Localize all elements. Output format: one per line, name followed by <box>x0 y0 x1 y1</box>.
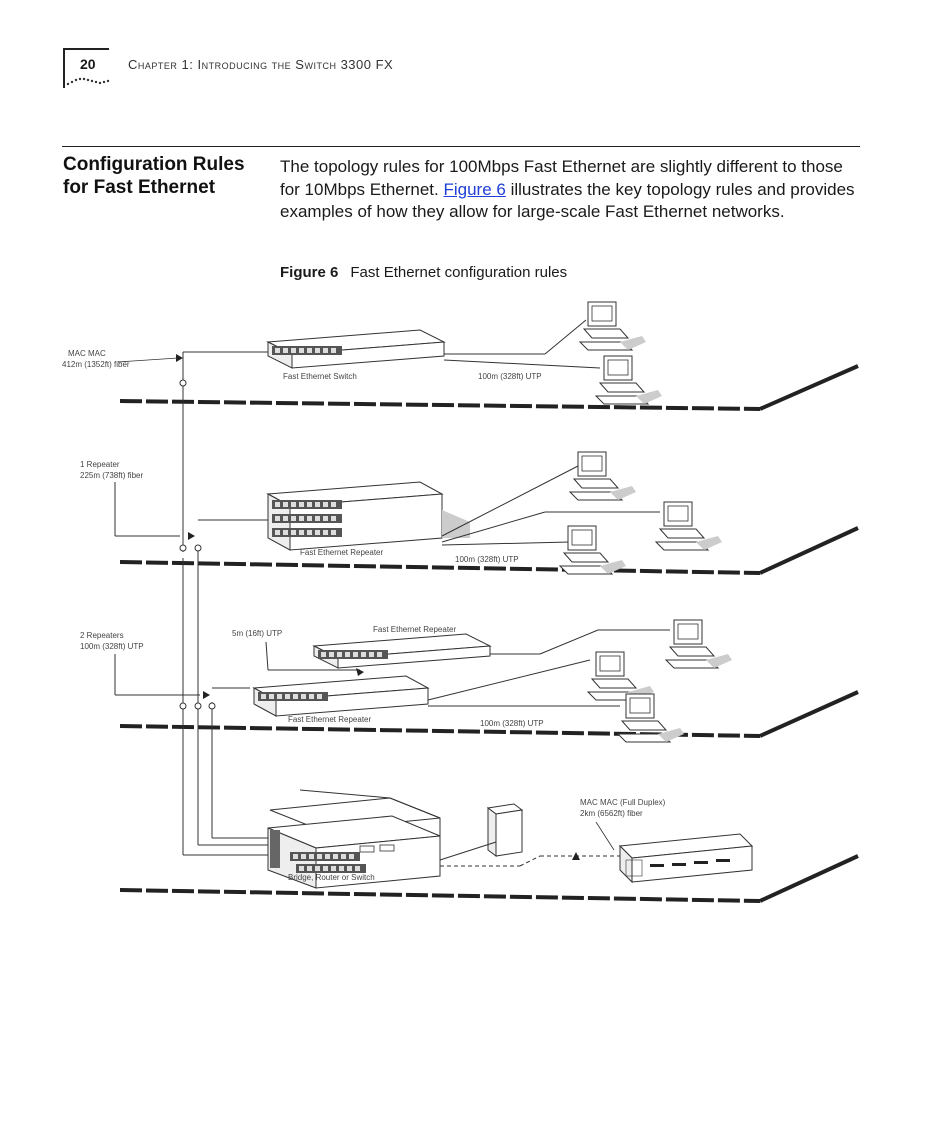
level-4-group: Bridge, Router or Switch MAC MAC (Full D… <box>267 789 754 889</box>
section-rule <box>62 146 860 147</box>
floor-level-4 <box>119 854 859 903</box>
level3-link-label: 100m (328ft) UTP <box>480 719 544 728</box>
level2-pc-2 <box>655 501 723 551</box>
level2-repeater-label: 1 Repeater <box>80 460 120 469</box>
level1-mac-label: MAC MAC <box>68 349 106 358</box>
level2-fiber-label: 225m (738ft) fiber <box>80 471 143 480</box>
level3-repeaters-label: 2 Repeaters <box>80 631 124 640</box>
level3-pc-3 <box>617 693 685 743</box>
level3-pc-2 <box>587 651 655 701</box>
section-heading-line2: for Fast Ethernet <box>63 177 216 198</box>
repeater-label: Fast Ethernet Repeater <box>300 548 383 557</box>
lower-fast-ethernet-repeater <box>252 675 430 717</box>
floor-level-1 <box>119 340 859 426</box>
switch-label: Fast Ethernet Switch <box>283 372 357 381</box>
bridge-router-label: Bridge, Router or Switch <box>288 873 375 882</box>
section-heading-line1: Configuration Rules <box>63 154 245 175</box>
level-3-group: 2 Repeaters 100m (328ft) UTP 5m (16ft) U… <box>80 619 733 743</box>
upper-fast-ethernet-repeater <box>312 633 492 669</box>
level-2-group: 1 Repeater 225m (738ft) fiber Fast Ether… <box>80 451 723 575</box>
figure-caption-text: Fast Ethernet configuration rules <box>350 264 568 281</box>
short-link-label: 5m (16ft) UTP <box>232 629 282 638</box>
level1-pc-1 <box>579 301 647 351</box>
figure-caption: Figure 6 Fast Ethernet configuration rule… <box>280 264 567 281</box>
server-tower <box>486 803 524 857</box>
section-heading: Configuration Rules for Fast Ethernet <box>63 153 263 199</box>
level3-utp-label: 100m (328ft) UTP <box>80 642 144 651</box>
figure-label: Figure 6 <box>280 264 339 281</box>
level2-pc-3 <box>559 525 627 575</box>
level1-link-label: 100m (328ft) UTP <box>478 372 542 381</box>
upper-repeater-label: Fast Ethernet Repeater <box>373 625 456 634</box>
full-duplex-switch <box>618 833 754 884</box>
corner-mark-top <box>63 48 109 50</box>
level4-mac-label: MAC MAC (Full Duplex) <box>580 798 666 807</box>
lower-repeater-label: Fast Ethernet Repeater <box>288 715 371 724</box>
body-paragraph: The topology rules for 100Mbps Fast Ethe… <box>280 156 865 224</box>
floor-level-3 <box>119 690 859 738</box>
bridge-router-switch <box>267 789 441 889</box>
floor-level-2 <box>119 526 859 575</box>
body-text-end: illustrates the key topology rules and p… <box>280 179 855 222</box>
backbone-lines <box>182 380 270 856</box>
level-1-group: MAC MAC 412m (1352ft) fiber Fast Etherne… <box>62 301 663 405</box>
corner-mark-left <box>63 48 65 88</box>
level4-fiber-label: 2km (6562ft) fiber <box>580 809 643 818</box>
fast-ethernet-switch <box>266 329 446 369</box>
level1-fiber-label: 412m (1352ft) fiber <box>62 360 130 369</box>
chapter-title: Chapter 1: Introducing the Switch 3300 F… <box>128 57 394 72</box>
level2-pc-1 <box>569 451 637 501</box>
page-number: 20 <box>80 56 96 72</box>
level2-link-label: 100m (328ft) UTP <box>455 555 519 564</box>
figure-6-link[interactable]: Figure 6 <box>443 179 506 199</box>
fast-ethernet-diagram: MAC MAC 412m (1352ft) fiber Fast Etherne… <box>62 301 859 903</box>
body-text-start: The topology rules for 100Mbps Fast Ethe… <box>280 157 843 199</box>
corner-dots <box>66 77 110 86</box>
level3-pc-1 <box>665 619 733 669</box>
fast-ethernet-repeater-stack <box>266 481 470 551</box>
level1-pc-2 <box>595 355 663 405</box>
